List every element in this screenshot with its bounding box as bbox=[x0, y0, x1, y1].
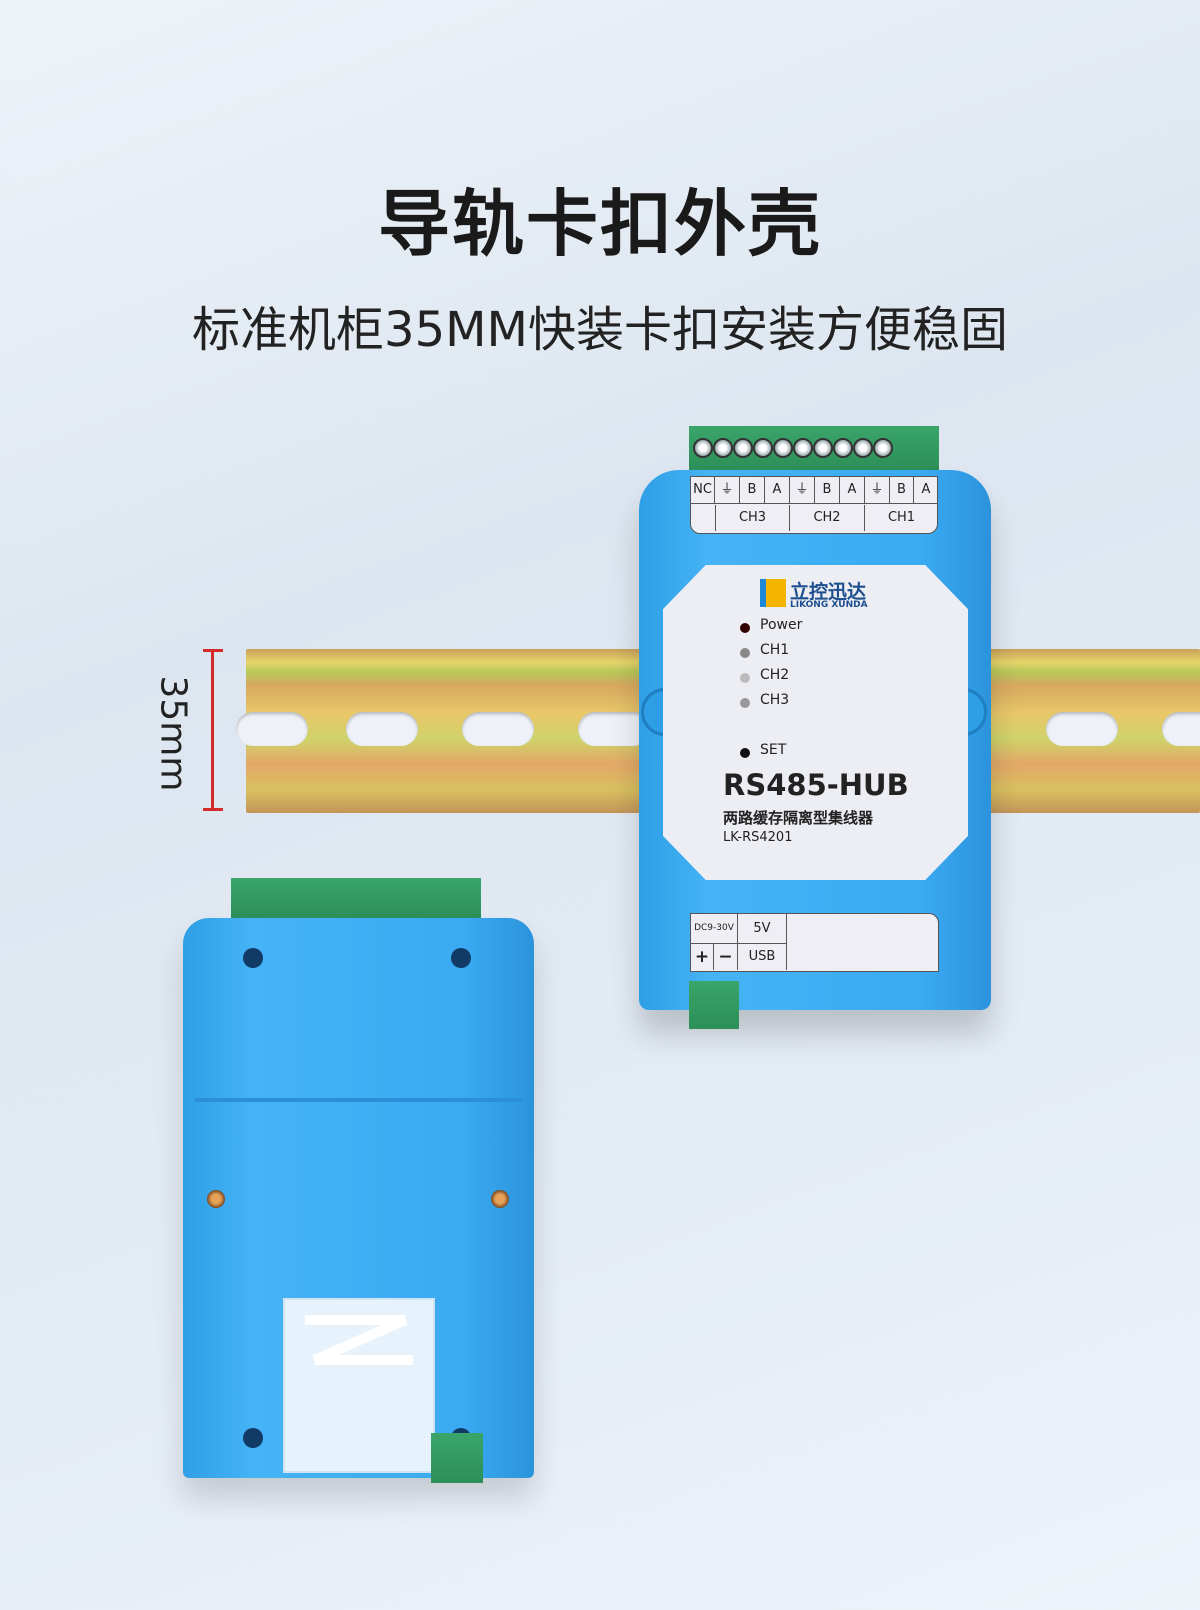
power-terminal bbox=[689, 981, 739, 1029]
voltage-label: DC9-30V bbox=[691, 914, 738, 943]
rail-slot bbox=[236, 712, 308, 746]
front-panel: 立控迅达 LIKONG XUNDA Power CH1 CH2 CH3 SET … bbox=[663, 565, 968, 880]
set-label: SET bbox=[760, 742, 787, 758]
mount-hole bbox=[451, 948, 471, 968]
model-description: 两路缓存隔离型集线器 bbox=[723, 809, 874, 827]
rail-slot bbox=[1046, 712, 1118, 746]
rail-slot bbox=[346, 712, 418, 746]
set-button[interactable] bbox=[740, 748, 750, 758]
mount-hole bbox=[243, 1428, 263, 1448]
channel-label: CH2 bbox=[790, 505, 865, 531]
terminal-b: B bbox=[740, 477, 765, 503]
rail-slot bbox=[462, 712, 534, 746]
brand-name-cn: 立控迅达 bbox=[790, 581, 867, 603]
terminal-nc: NC bbox=[691, 477, 715, 503]
mount-hole bbox=[243, 948, 263, 968]
device-back-view bbox=[183, 878, 534, 1484]
din-clip bbox=[283, 1298, 435, 1473]
terminal-a: A bbox=[840, 477, 865, 503]
brand-logo-icon bbox=[760, 579, 786, 607]
led-label: CH2 bbox=[760, 667, 790, 683]
5v-label: 5V bbox=[738, 914, 787, 943]
terminal-b: B bbox=[890, 477, 914, 503]
channel-label: CH3 bbox=[715, 505, 790, 531]
power-terminal bbox=[431, 1433, 483, 1483]
plus-label: + bbox=[691, 944, 714, 970]
page-title: 导轨卡扣外壳 bbox=[377, 182, 822, 266]
model-name: RS485-HUB bbox=[723, 768, 909, 802]
rail-slot bbox=[1162, 712, 1200, 746]
channel-label: CH1 bbox=[887, 510, 916, 525]
part-number: LK-RS4201 bbox=[723, 830, 793, 845]
dimension-bracket bbox=[203, 649, 223, 811]
screw-icon bbox=[207, 1190, 225, 1208]
power-led bbox=[740, 623, 750, 633]
ch2-led bbox=[740, 673, 750, 683]
page-subtitle: 标准机柜35MM快装卡扣安装方便稳固 bbox=[192, 302, 1008, 358]
led-label: CH1 bbox=[760, 642, 790, 658]
dimension-label: 35mm bbox=[152, 675, 194, 792]
terminal-gnd: ⏚ bbox=[865, 477, 890, 503]
terminal-gnd: ⏚ bbox=[715, 477, 740, 503]
terminal-label: NC ⏚ B A ⏚ B A ⏚ B A CH3 CH2 CH1 bbox=[690, 476, 938, 534]
usb-label: USB bbox=[738, 944, 787, 970]
terminal-b: B bbox=[815, 477, 840, 503]
terminal-block bbox=[231, 878, 481, 920]
rail-slot bbox=[578, 712, 650, 746]
spring-icon bbox=[305, 1315, 413, 1365]
terminal-a: A bbox=[765, 477, 790, 503]
brand-name-en: LIKONG XUNDA bbox=[790, 600, 868, 610]
back-housing bbox=[183, 918, 534, 1478]
led-label: Power bbox=[760, 617, 803, 633]
screw-icon bbox=[491, 1190, 509, 1208]
ch1-led bbox=[740, 648, 750, 658]
housing-seam bbox=[195, 1098, 522, 1102]
power-label: DC9-30V 5V + − USB bbox=[690, 913, 939, 972]
terminal-a: A bbox=[921, 482, 931, 497]
terminal-block bbox=[689, 426, 939, 470]
terminal-gnd: ⏚ bbox=[790, 477, 815, 503]
minus-label: − bbox=[714, 944, 738, 970]
led-label: CH3 bbox=[760, 692, 790, 708]
ch3-led bbox=[740, 698, 750, 708]
